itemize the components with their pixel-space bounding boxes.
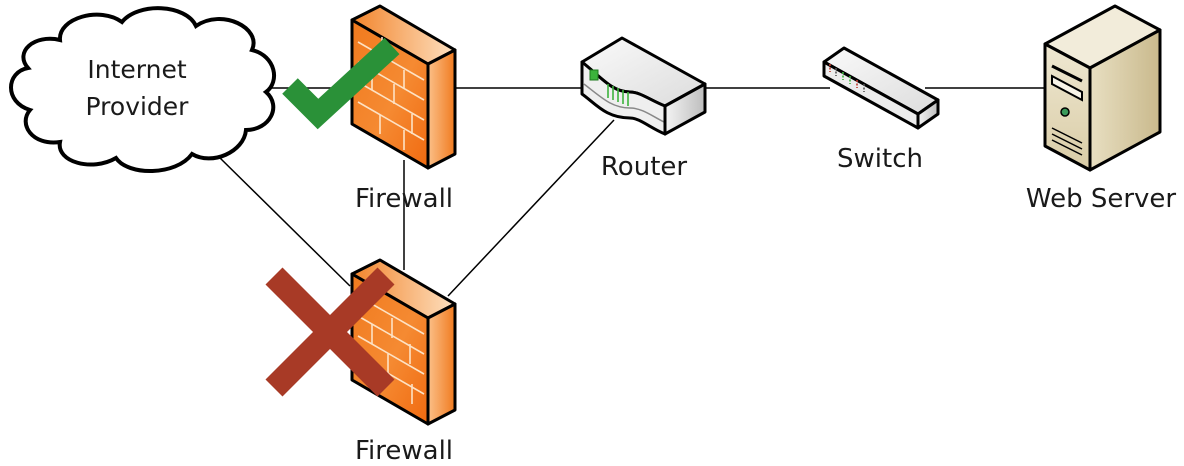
node-router[interactable]: Router bbox=[580, 36, 707, 182]
web-server-label: Web Server bbox=[1026, 184, 1177, 214]
server-icon bbox=[1043, 4, 1162, 172]
router-icon bbox=[580, 36, 707, 136]
internet-provider-label-line2: Provider bbox=[86, 92, 190, 121]
node-switch[interactable]: Switch bbox=[822, 46, 940, 174]
node-internet-provider[interactable]: Internet Provider bbox=[9, 6, 276, 173]
firewall-secondary-label: Firewall bbox=[355, 436, 453, 466]
switch-label: Switch bbox=[837, 144, 923, 174]
node-firewall-secondary[interactable]: Firewall bbox=[265, 258, 457, 466]
links bbox=[217, 87, 1045, 297]
cloud-icon bbox=[9, 6, 276, 173]
internet-provider-label-line1: Internet bbox=[87, 55, 186, 84]
power-led-icon bbox=[1060, 107, 1070, 117]
firewall-icon bbox=[350, 4, 457, 170]
node-web-server[interactable]: Web Server bbox=[1026, 4, 1177, 214]
link-firewall-secondary-router bbox=[447, 119, 615, 297]
link-internet-firewall-secondary bbox=[217, 155, 351, 287]
x-mark-icon bbox=[265, 267, 395, 397]
checkmark-icon bbox=[282, 37, 400, 130]
node-firewall-primary[interactable]: Firewall bbox=[282, 4, 457, 214]
firewall-primary-label: Firewall bbox=[355, 184, 453, 214]
router-label: Router bbox=[601, 152, 687, 182]
switch-icon bbox=[822, 46, 940, 130]
